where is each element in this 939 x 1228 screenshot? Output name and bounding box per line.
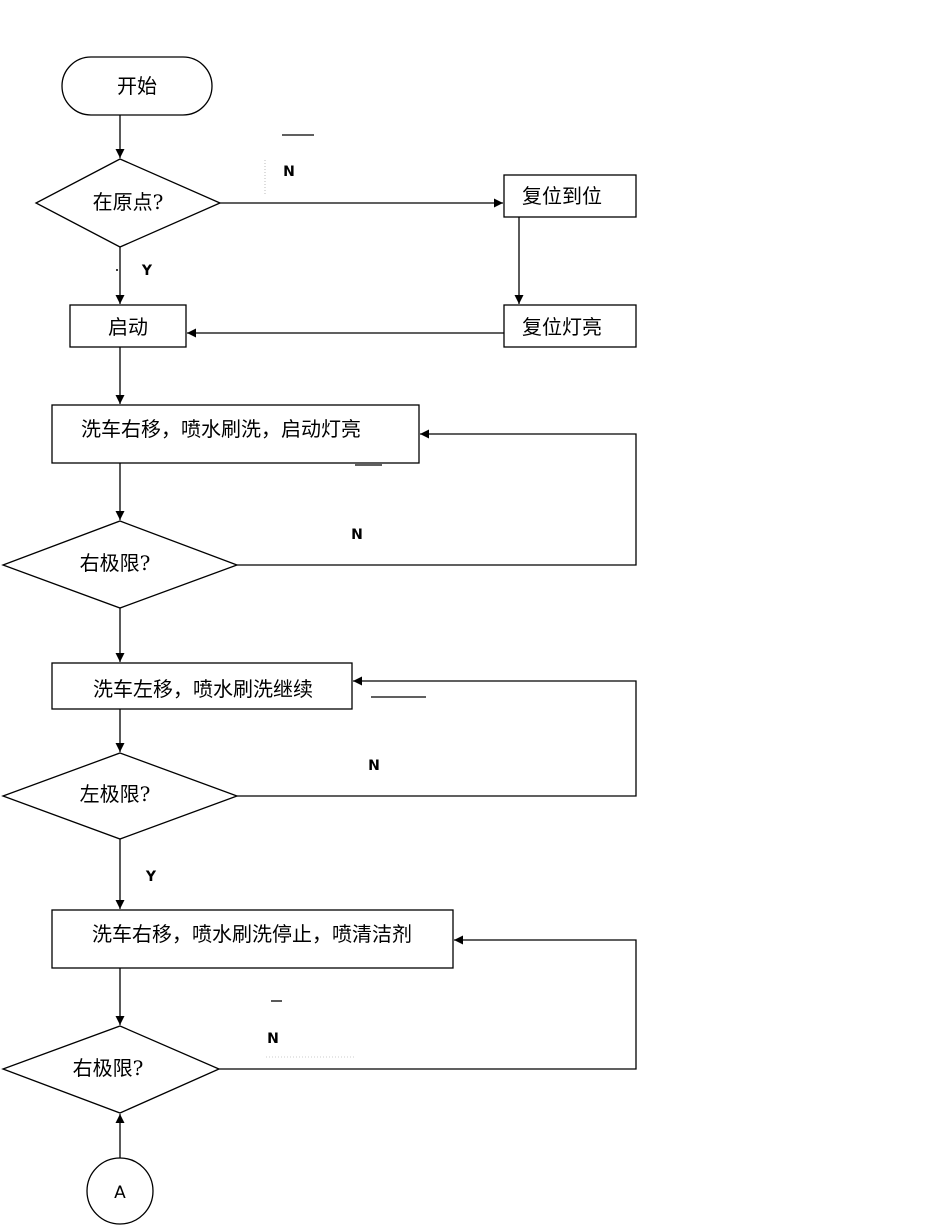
connector-a: A (86, 1157, 154, 1225)
origin-yes-label: Y (141, 263, 153, 279)
step3-label: 洗车右移，喷水刷洗停止，喷清洁剂 (92, 922, 412, 946)
loop-right-limit-1-no (237, 429, 637, 566)
reset-light-box: 复位灯亮 (503, 304, 637, 348)
right-limit-1-no-label: N (351, 527, 363, 543)
step1-label: 洗车右移，喷水刷洗，启动灯亮 (81, 417, 361, 441)
reset-to-position-label: 复位到位 (522, 184, 602, 208)
step1-box: 洗车右移，喷水刷洗，启动灯亮 (51, 404, 420, 464)
launch-box: 启动 (69, 304, 187, 348)
reset-to-position-box: 复位到位 (503, 174, 637, 218)
right-limit-2-no-label: N (267, 1031, 279, 1047)
step3-box: 洗车右移，喷水刷洗停止，喷清洁剂 (51, 909, 454, 969)
right-limit-1-decision: 右极限? (1, 520, 239, 609)
right-limit-1-label: 右极限? (80, 551, 151, 575)
at-origin-decision: 在原点? (34, 158, 222, 248)
right-limit-2-label: 右极限? (73, 1056, 144, 1080)
left-limit-no-label: N (368, 758, 380, 774)
origin-no-label: N (283, 164, 295, 180)
at-origin-label: 在原点? (93, 190, 164, 214)
start-node: 开始 (61, 56, 213, 116)
left-limit-yes-label: Y (145, 869, 157, 885)
step2-box: 洗车左移，喷水刷洗继续 (51, 662, 353, 710)
step2-label: 洗车左移，喷水刷洗继续 (93, 677, 313, 701)
right-limit-2-decision: 右极限? (1, 1025, 221, 1114)
reset-light-label: 复位灯亮 (522, 315, 602, 339)
left-limit-label: 左极限? (80, 782, 151, 806)
left-limit-decision: 左极限? (1, 752, 239, 840)
loop-right-limit-2-no (219, 935, 637, 1070)
launch-label: 启动 (108, 315, 148, 339)
connector-a-label: A (114, 1183, 126, 1203)
dot-mark (116, 269, 118, 271)
loop-left-limit-no (237, 676, 637, 797)
start-label: 开始 (117, 74, 157, 98)
